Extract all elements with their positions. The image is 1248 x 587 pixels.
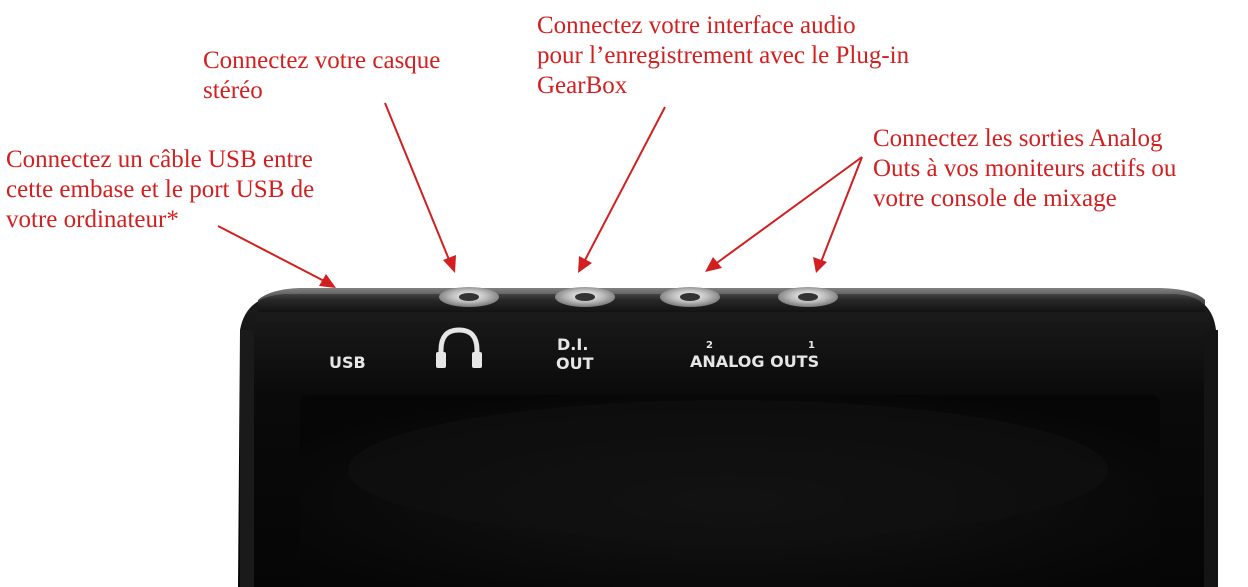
- arrow-analog-2: [705, 156, 863, 272]
- label-di-line1: D.I.: [557, 335, 588, 354]
- jack-analog-1: [778, 287, 838, 307]
- arrow-analog-1: [813, 156, 863, 273]
- callout-analog-line: Outs à vos moniteurs actifs ou: [873, 155, 1177, 182]
- callout-usb: Connectez un câble USB entre cette embas…: [6, 145, 314, 235]
- label-analog-num-2: 2: [706, 340, 713, 351]
- callout-usb-line: cette embase et le port USB de: [6, 176, 315, 203]
- label-di-line2: OUT: [556, 354, 594, 373]
- callout-casque: Connectez votre casque stéréo: [203, 46, 440, 106]
- label-analog-num-1: 1: [808, 340, 815, 351]
- jack-headphones: [439, 287, 499, 307]
- callout-casque-line: Connectez votre casque: [203, 47, 441, 74]
- callout-usb-line: Connectez un câble USB entre: [6, 146, 313, 173]
- arrow-di-out: [578, 106, 666, 273]
- callout-analog-line: votre console de mixage: [873, 185, 1117, 212]
- annotation-arrows: [217, 102, 863, 288]
- callout-di-line: Connectez votre interface audio: [537, 12, 856, 39]
- callout-usb-line: votre ordinateur*: [6, 206, 179, 233]
- device-body: [238, 288, 1218, 587]
- label-usb: USB: [329, 353, 366, 372]
- callout-di-line: pour l’enregistrement avec le Plug-in: [537, 42, 910, 69]
- callout-analog-line: Connectez les sorties Analog: [873, 125, 1163, 152]
- jack-analog-2: [660, 287, 720, 307]
- arrow-casque: [384, 102, 456, 273]
- headphones-icon: [436, 327, 482, 368]
- arrow-usb: [217, 225, 336, 288]
- callout-casque-line: stéréo: [203, 77, 263, 104]
- callout-di-out: Connectez votre interface audio pour l’e…: [537, 11, 909, 101]
- jack-di-out: [555, 287, 615, 307]
- label-analog-outs: ANALOG OUTS: [690, 352, 819, 371]
- callout-analog-outs: Connectez les sorties Analog Outs à vos …: [873, 124, 1176, 214]
- callout-di-line: GearBox: [537, 72, 628, 99]
